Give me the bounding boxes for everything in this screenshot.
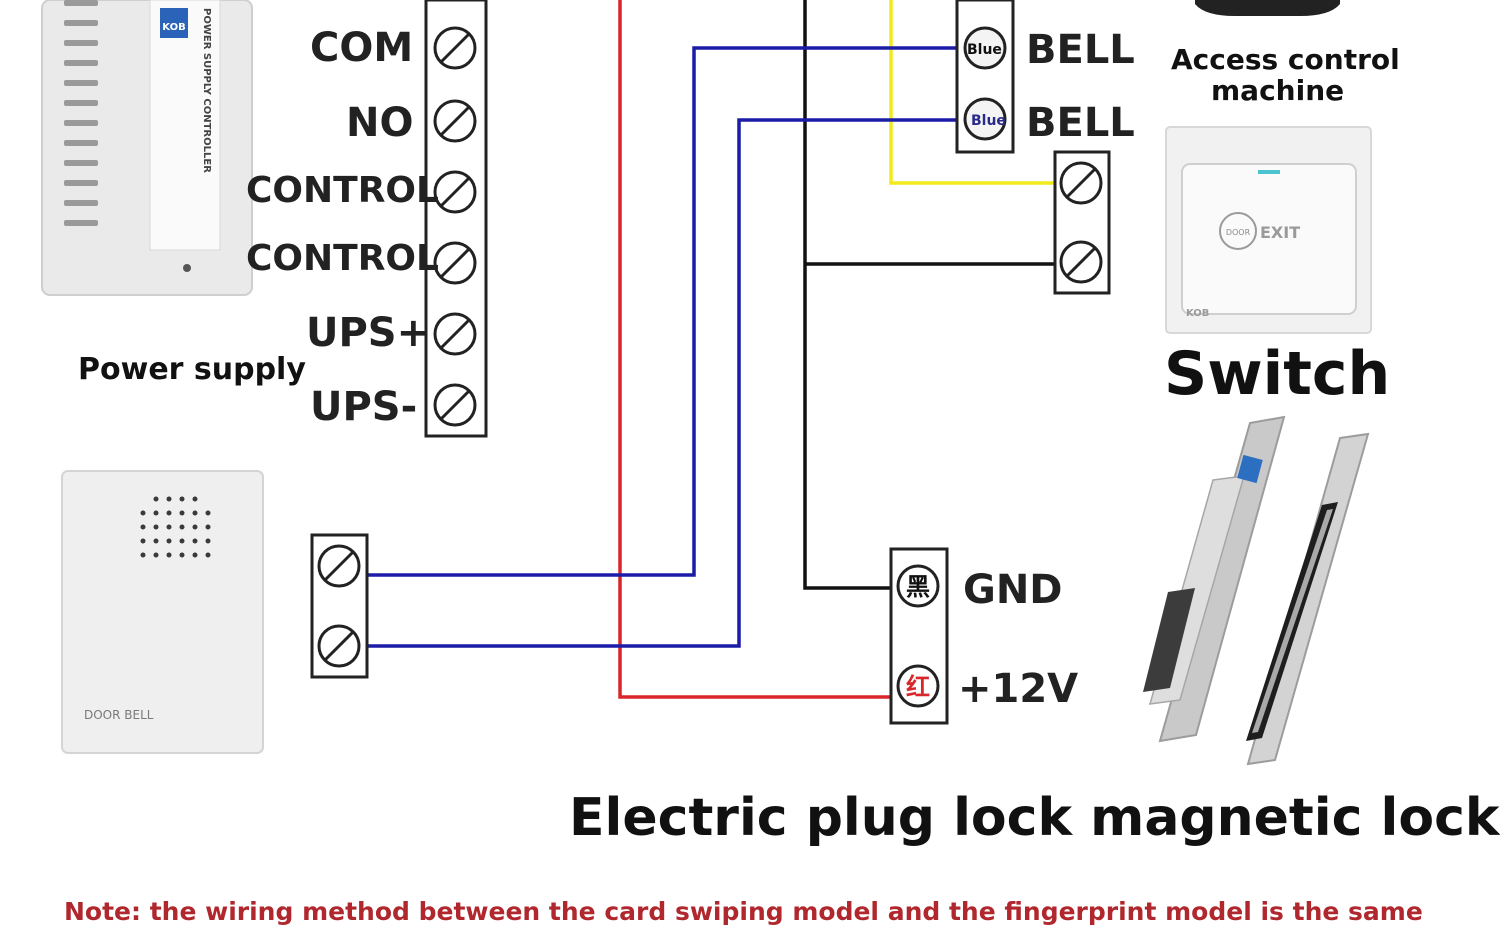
blue-wire-2	[366, 118, 968, 648]
power-supply-caption: Power supply	[78, 352, 306, 387]
door-bell: DOOR BELL	[61, 470, 264, 754]
lock-power-terminal-block: 黑 红	[889, 547, 949, 725]
access-control-device	[1195, 0, 1340, 16]
wire-tag-blue-1: Blue	[967, 42, 1002, 58]
v12-label: +12V	[958, 666, 1079, 712]
blue-wire-1	[366, 46, 968, 577]
gnd-glyph: 黑	[906, 573, 930, 601]
bell-terminal-block	[955, 0, 1015, 154]
switch-exit-text: EXIT	[1260, 223, 1300, 242]
psu-vents	[64, 0, 98, 226]
terminal-label-com: COM	[310, 25, 414, 71]
v12-glyph: 红	[906, 673, 930, 701]
psu-side-text: POWER SUPPLY CONTROLLER	[201, 8, 212, 173]
terminal-label-no: NO	[346, 100, 414, 146]
bell-label-1: BELL	[1026, 27, 1135, 73]
switch-brand: KOB	[1186, 308, 1209, 319]
power-supply-unit: KOB POWER SUPPLY CONTROLLER	[41, 0, 253, 296]
bell-label-2: BELL	[1026, 100, 1135, 146]
access-control-caption-line2: machine	[1211, 74, 1345, 107]
wire-tag-blue-2: Blue	[971, 113, 1006, 129]
switch-caption: Switch	[1164, 339, 1391, 409]
door-bell-device-text: DOOR BELL	[84, 708, 154, 722]
wires	[366, 0, 1062, 699]
terminal-label-ups-plus: UPS+	[306, 310, 431, 356]
access-control-caption-line1: Access control	[1171, 43, 1400, 76]
switch-terminal-block	[1053, 150, 1111, 295]
psu-terminal-block	[424, 0, 488, 438]
gnd-label: GND	[963, 567, 1063, 613]
exit-switch: DOOR EXIT KOB	[1165, 126, 1372, 334]
magnetic-lock	[1143, 415, 1370, 766]
door-bell-terminal-block	[310, 533, 369, 679]
black-wire-gnd	[803, 0, 898, 590]
terminal-label-control-2: CONTROL	[246, 238, 439, 279]
psu-badge: KOB	[162, 22, 185, 33]
yellow-wire	[889, 0, 1062, 185]
terminal-label-control-1: CONTROL	[246, 170, 439, 211]
note-text: Note: the wiring method between the card…	[64, 897, 1423, 926]
terminal-label-ups-minus: UPS-	[310, 384, 418, 430]
red-wire	[618, 0, 898, 699]
lock-caption: Electric plug lock magnetic lock	[569, 788, 1500, 848]
switch-ring-text: DOOR	[1226, 228, 1251, 237]
